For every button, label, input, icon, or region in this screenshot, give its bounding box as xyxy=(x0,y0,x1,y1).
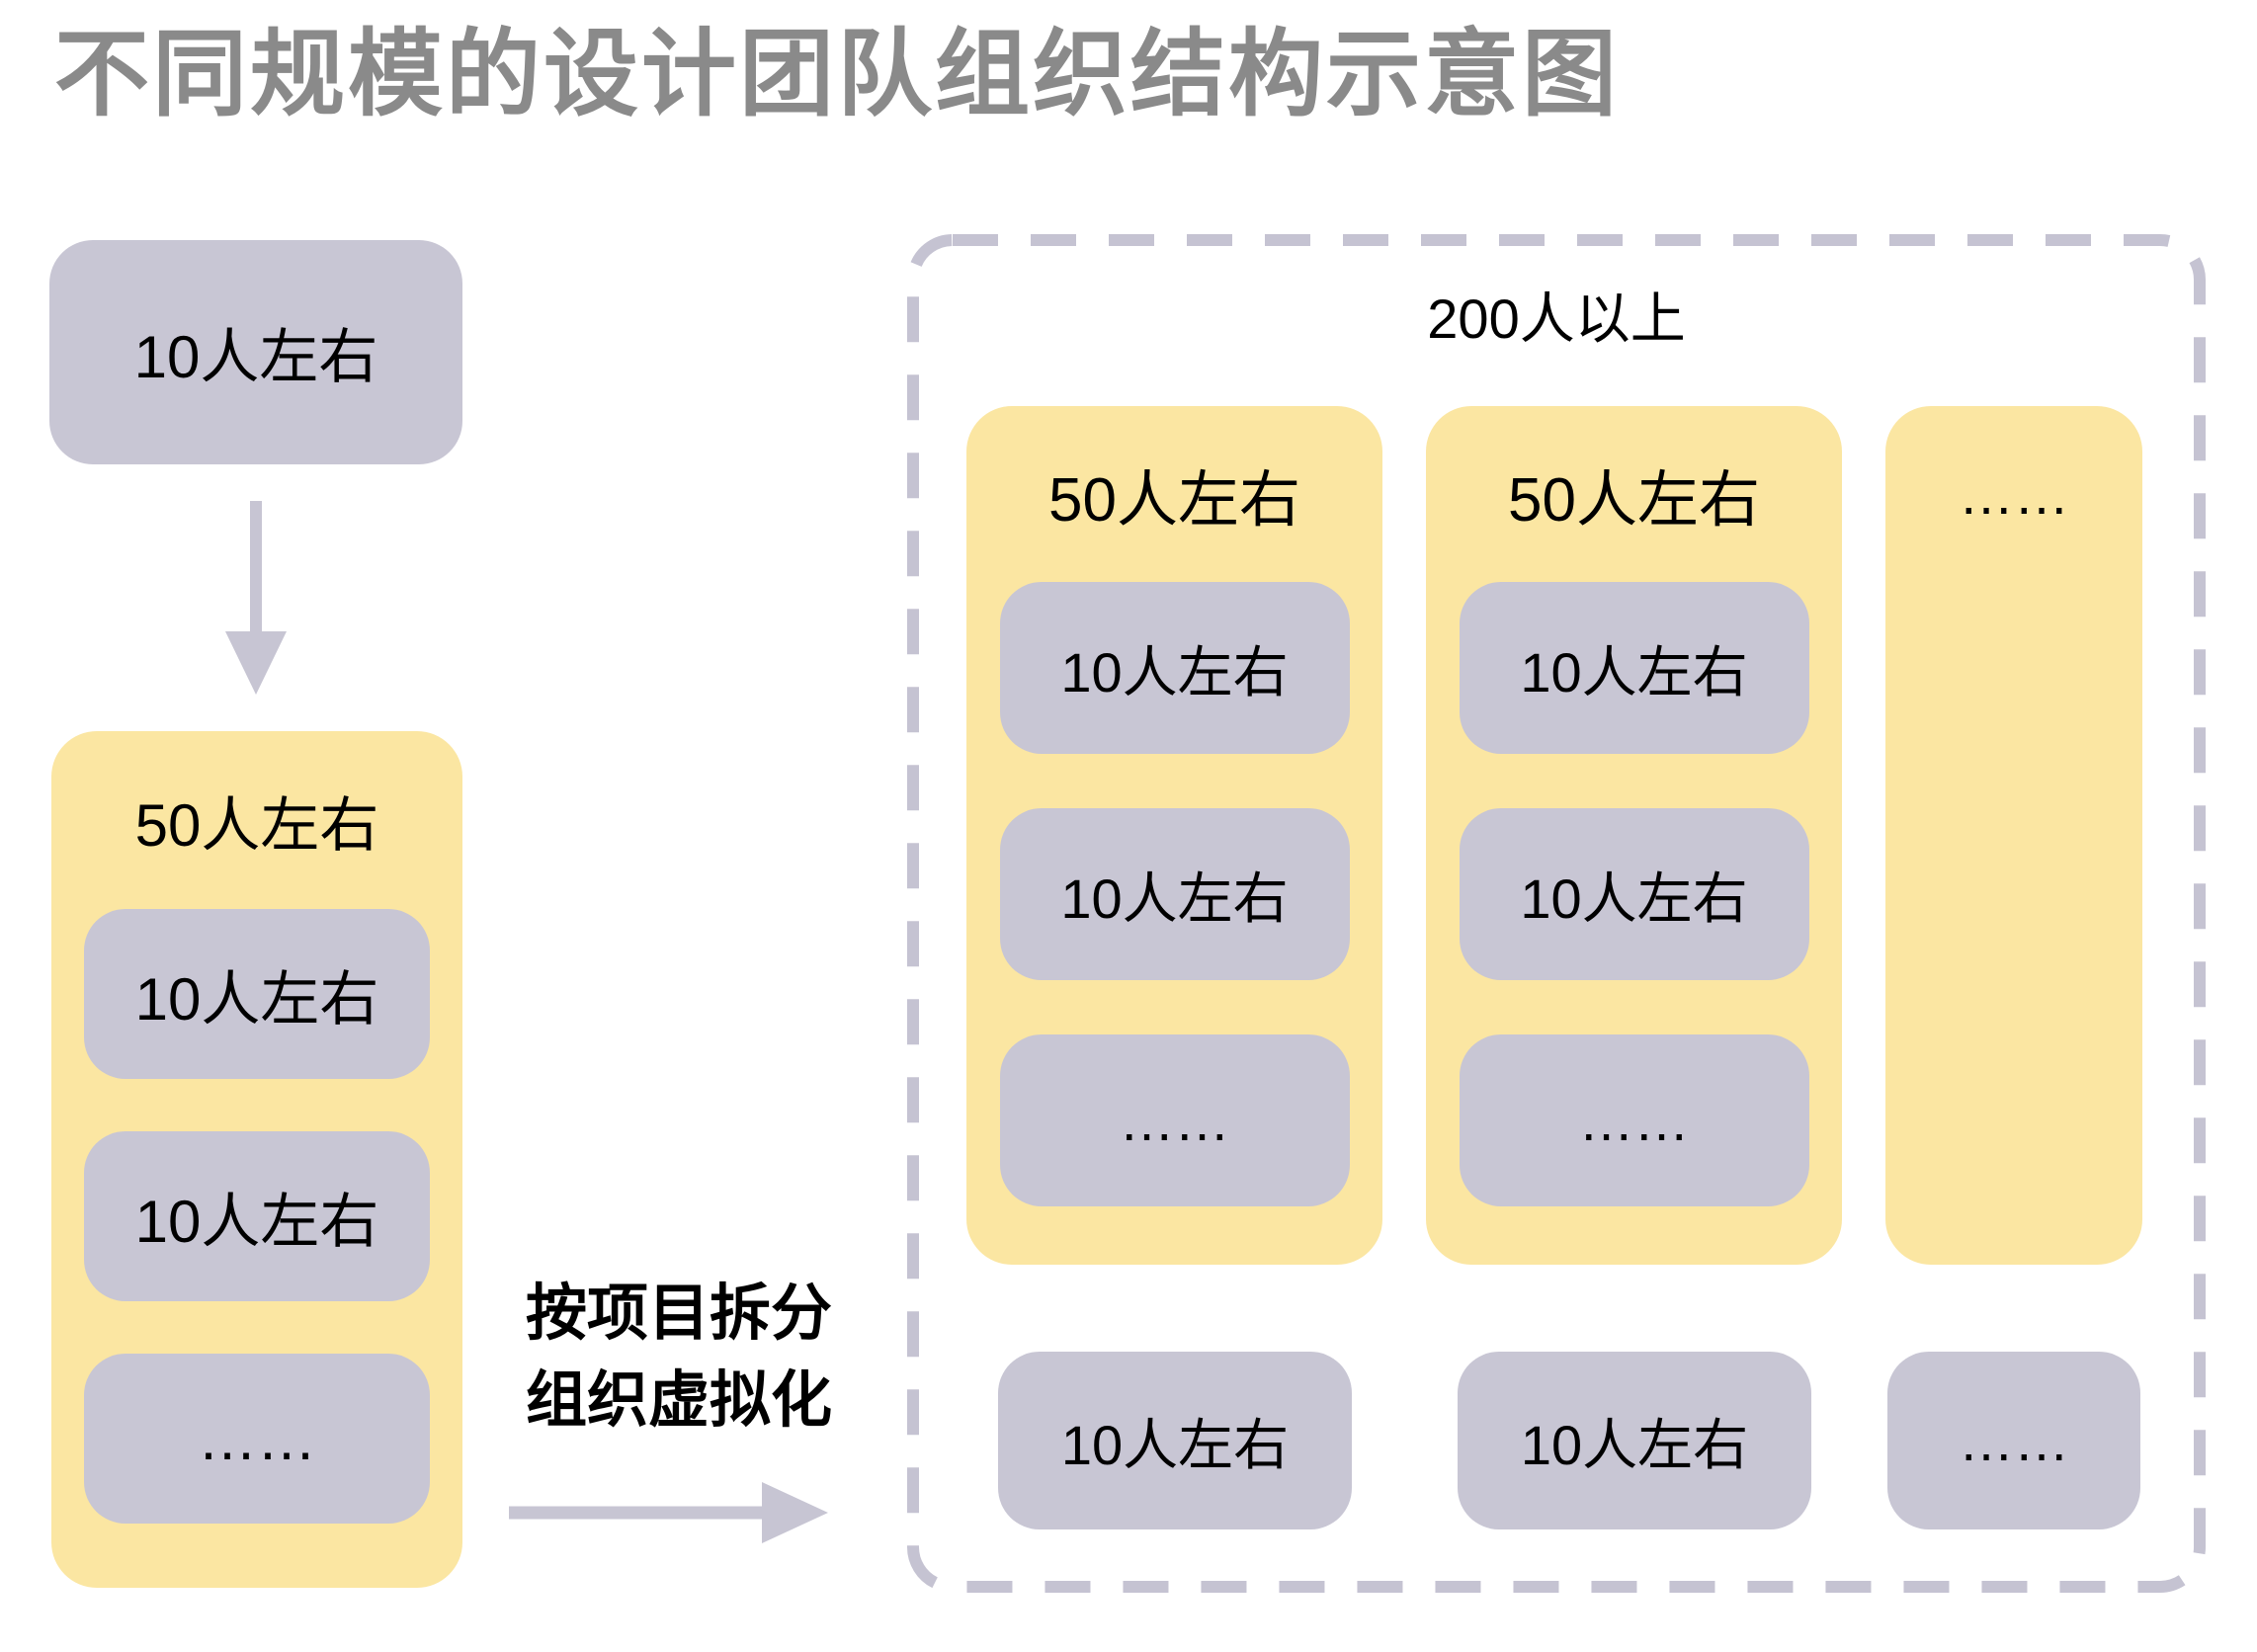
team-box: 10人左右 xyxy=(999,808,1350,980)
team-box: 10人左右 xyxy=(999,582,1350,754)
right-arrow-icon xyxy=(509,1482,828,1543)
team-box-small-org: 10人左右 xyxy=(49,240,462,464)
division-label: 50人左右 xyxy=(1048,466,1300,535)
division-label: 50人左右 xyxy=(1508,466,1760,535)
team-box: 10人左右 xyxy=(84,909,430,1079)
team-box-label: …… xyxy=(1119,1089,1230,1152)
division-box-1: 50人左右 10人左右 10人左右 …… xyxy=(966,406,1382,1265)
team-box-label: 10人左右 xyxy=(134,965,379,1032)
large-org-dashed-border xyxy=(907,234,2206,1593)
team-box-label: …… xyxy=(198,1405,316,1472)
large-org-label: 200人以上 xyxy=(1427,288,1686,350)
team-box-ellipsis: …… xyxy=(1887,1352,2140,1529)
team-box-label: 10人左右 xyxy=(1520,640,1748,703)
transition-caption: 按项目拆分 组织虚拟化 xyxy=(481,1271,877,1445)
team-box: 10人左右 xyxy=(1459,808,1809,980)
team-box: 10人左右 xyxy=(998,1352,1352,1529)
team-box-label: 10人左右 xyxy=(1520,867,1748,930)
transition-caption-line2: 组织虚拟化 xyxy=(525,1366,832,1435)
division-label: …… xyxy=(1959,462,2069,526)
division-label: 50人左右 xyxy=(134,791,379,859)
team-box-label: 10人左右 xyxy=(133,324,378,390)
team-box: 10人左右 xyxy=(84,1131,430,1301)
team-box-label: …… xyxy=(1959,1409,2069,1472)
page-title: 不同规模的设计团队组织结构示意图 xyxy=(54,22,1620,127)
team-box-label: 10人左右 xyxy=(134,1188,379,1255)
team-box-ellipsis: …… xyxy=(999,1034,1350,1206)
team-box-ellipsis: …… xyxy=(1459,1034,1809,1206)
transition-caption-line1: 按项目拆分 xyxy=(525,1280,832,1348)
team-box-label: 10人左右 xyxy=(1060,1413,1290,1476)
team-box-label: 10人左右 xyxy=(1520,1413,1749,1476)
team-box-label: …… xyxy=(1578,1089,1690,1152)
division-box-ellipsis: …… xyxy=(1885,406,2142,1265)
division-box-2: 50人左右 10人左右 10人左右 …… xyxy=(1426,406,1842,1265)
team-box-ellipsis: …… xyxy=(84,1354,430,1524)
division-box-medium-org: 50人左右 10人左右 10人左右 …… xyxy=(51,731,462,1588)
team-box-label: 10人左右 xyxy=(1060,867,1289,930)
team-box-label: 10人左右 xyxy=(1060,640,1289,703)
team-box: 10人左右 xyxy=(1459,582,1809,754)
team-box: 10人左右 xyxy=(1458,1352,1811,1529)
down-arrow-icon xyxy=(225,501,287,695)
